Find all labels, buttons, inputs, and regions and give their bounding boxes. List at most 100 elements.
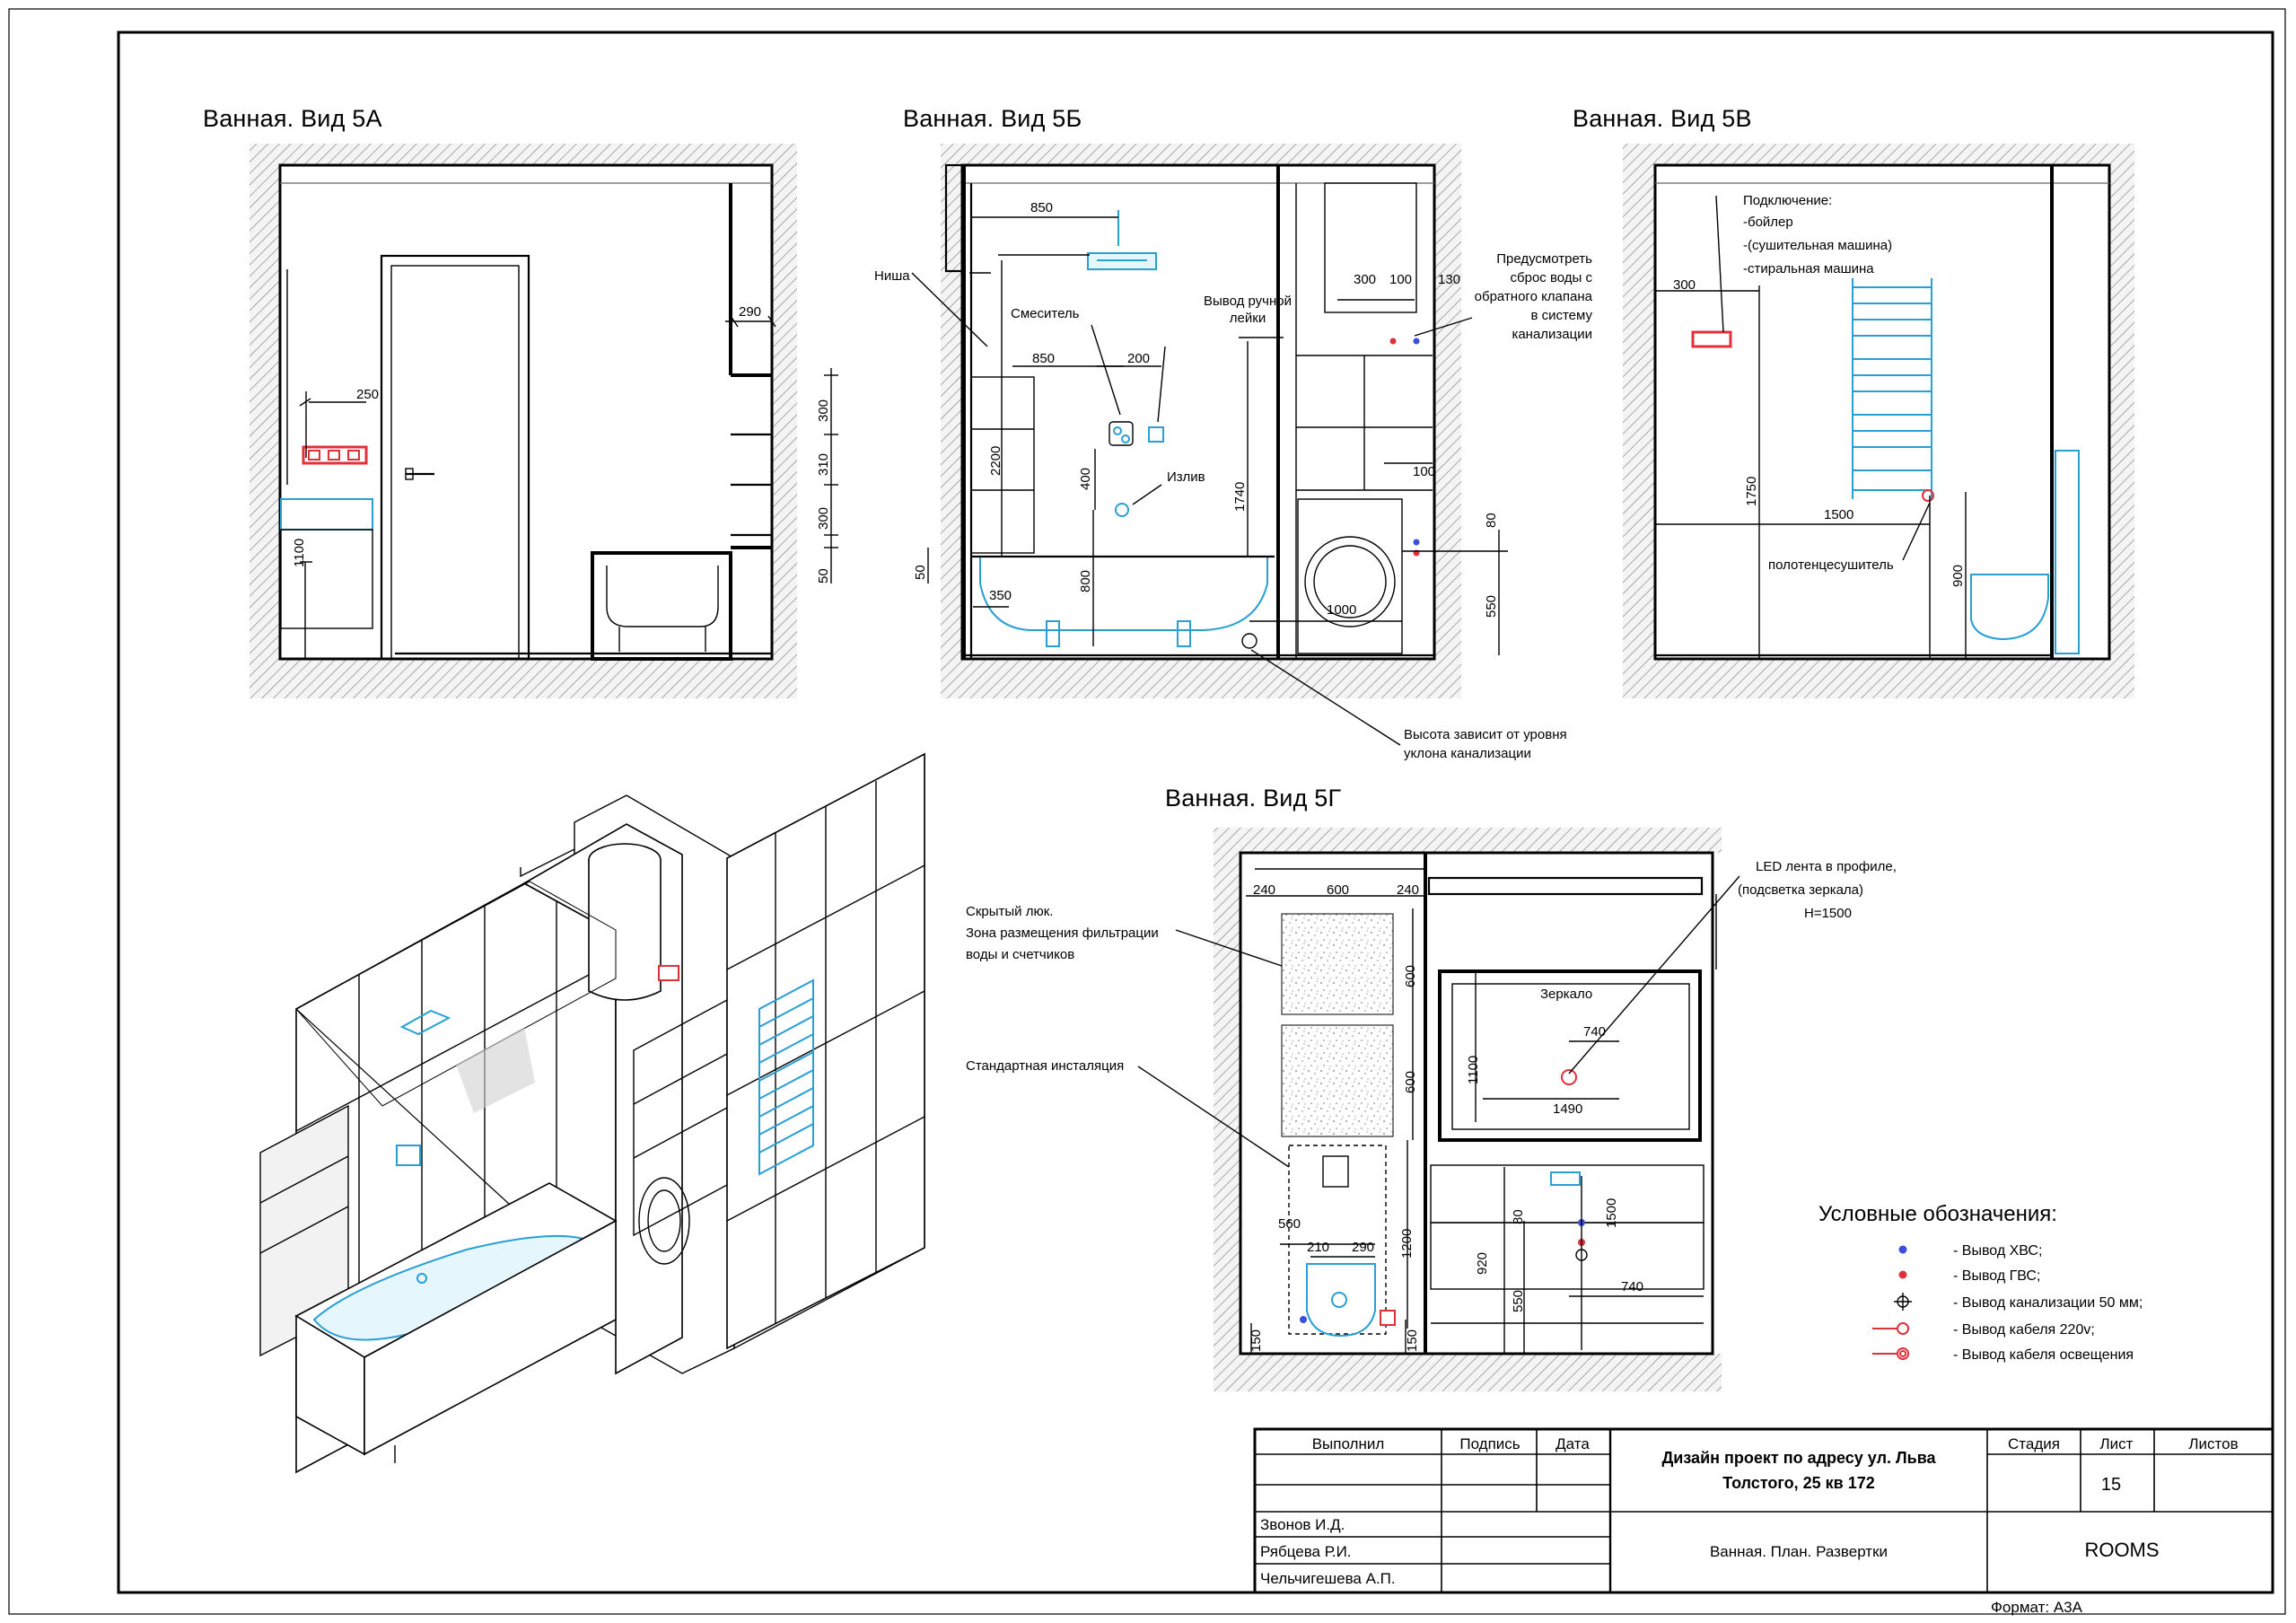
legend-item-5: - Вывод кабеля освещения [1953,1347,2134,1363]
col-date: Дата [1555,1435,1590,1452]
dim-150a: 150 [1249,1329,1264,1352]
view-5v: Ванная. Вид 5В [1573,105,2134,698]
dim-80: 80 [1484,513,1499,528]
dim-1740: 1740 [1232,482,1248,512]
dim-600: 600 [1327,882,1349,898]
dim-50-5b: 50 [913,565,928,580]
dim-2200: 2200 [988,446,1003,476]
cabinet [280,529,373,629]
sheet-number: 15 [2101,1475,2121,1495]
isometric-view [259,752,925,1474]
dim-100b: 100 [1413,464,1435,479]
installation-box [2055,450,2080,654]
label-hatch-1: Скрытый люк. [966,904,1053,919]
dim-50: 50 [816,568,831,583]
person-1: Звонов И.Д. [1260,1516,1345,1533]
socket-block [302,445,368,465]
dim-300a: 300 [816,399,831,422]
col-stage: Стадия [2008,1435,2060,1452]
washing-machine [1297,498,1403,654]
dim-1750: 1750 [1744,477,1759,506]
floor-hatch [250,659,797,698]
label-connection-title: Подключение: [1743,193,1832,208]
iso-towel-dryer [758,978,814,1176]
ceiling-hatch [250,144,797,165]
col-executed: Выполнил [1312,1435,1385,1452]
dim-1200: 1200 [1399,1229,1415,1259]
dim-1490: 1490 [1553,1101,1582,1117]
view-5a-title: Ванная. Вид 5А [203,105,382,132]
spout [1115,503,1129,517]
label-niche: Ниша [874,268,910,284]
dim-600a: 600 [1403,965,1418,987]
dim-210: 210 [1307,1240,1329,1255]
person-2: Рябцева Р.И. [1260,1543,1352,1560]
dim-550: 550 [1484,595,1499,618]
label-hand-shower: Вывод ручной лейки [1204,294,1292,326]
legend-item-1: - Вывод ХВС; [1953,1243,2042,1259]
right-wall-hatch [772,165,797,659]
wall-toilet [1970,574,2049,641]
label-mirror: Зеркало [1540,987,1592,1002]
inner-frame [117,31,2274,1594]
hidden-hatch-top [1281,913,1394,1015]
dim-80-5g: 80 [1511,1209,1526,1224]
dim-300b: 300 [816,507,831,530]
view-5v-title: Ванная. Вид 5В [1573,105,1752,132]
sheet-title: Ванная. План. Развертки [1710,1543,1888,1560]
label-installation: Стандартная инсталяция [966,1058,1124,1074]
col-sheet: Лист [2100,1435,2134,1452]
mirror [1438,969,1702,1142]
dim-290: 290 [739,304,761,320]
label-hatch-3: воды и счетчиков [966,947,1074,962]
dim-100a: 100 [1389,272,1412,287]
niche-shelves [970,376,1035,554]
legend-item-2: - Вывод ГВС; [1953,1268,2040,1284]
hidden-hatch-bottom [1281,1024,1394,1137]
hand-shower-outlet [1148,426,1164,443]
dim-550-5g: 550 [1511,1290,1526,1312]
label-led-2: (подсветка зеркала) [1738,882,1863,898]
bathtub-inner [606,566,719,627]
view-5g-title: Ванная. Вид 5Г [1165,785,1341,812]
dim-850a: 850 [1030,200,1053,215]
dim-920: 920 [1475,1252,1490,1275]
dim-1100-5g: 1100 [1466,1056,1481,1084]
label-mixer: Смеситель [1011,306,1080,321]
dim-290-5g: 290 [1352,1240,1374,1255]
label-towel-dryer: полотенцесушитель [1768,557,1894,573]
left-wall-hatch [250,165,280,659]
dim-310: 310 [816,453,831,476]
company: ROOMS [2084,1539,2159,1561]
wall-elevation [278,163,774,661]
dim-1500-5g: 1500 [1604,1198,1619,1228]
label-spout: Излив [1167,469,1205,485]
label-led-3: H=1500 [1804,906,1852,921]
label-connection-2: -(сушительная машина) [1743,238,1892,253]
project-line-2: Толстого, 25 кв 172 [1722,1474,1875,1492]
mixer [1109,421,1134,446]
label-sewer-note: Высота зависит от уровня уклона канализа… [1404,727,1567,761]
dim-350: 350 [989,588,1012,603]
bathtub-side [591,551,732,661]
legend-title: Условные обозначения: [1818,1202,2057,1226]
dim-900: 900 [1950,565,1966,587]
socket-block-5v [1691,330,1732,348]
project-line-1: Дизайн проект по адресу ул. Льва [1661,1449,1936,1467]
format: Формат: А3А [1991,1599,2083,1616]
towel-dryer [1852,278,1932,499]
view-5a: Ванная. Вид 5А [203,105,838,698]
view-5g: Ванная. Вид 5Г [966,785,1897,1391]
dim-300: 300 [1354,272,1376,287]
dim-400: 400 [1078,468,1093,490]
dim-740b: 740 [1621,1279,1643,1294]
boiler [1324,182,1417,313]
col-signature: Подпись [1459,1435,1520,1452]
cable-220-symbol [1897,1322,1909,1335]
legend: Условные обозначения: - Вывод ХВС; - Выв… [1818,1202,2143,1363]
dim-560: 560 [1278,1216,1301,1232]
dim-1100: 1100 [292,539,307,567]
label-connection-3: -стиральная машина [1743,261,1874,276]
dim-800: 800 [1078,570,1093,592]
